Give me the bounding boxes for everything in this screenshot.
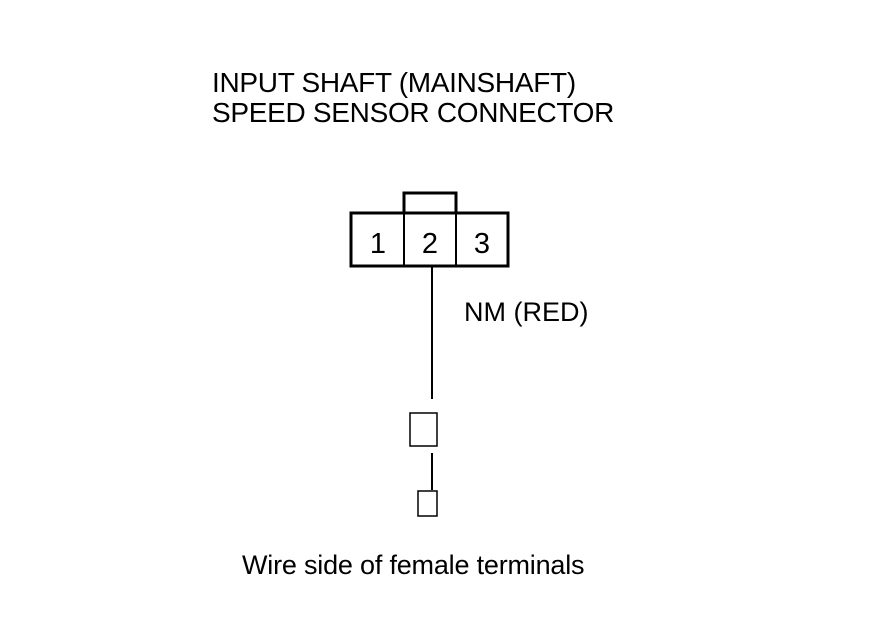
connector-body xyxy=(349,211,510,268)
pin-1-label: 1 xyxy=(370,228,386,260)
terminal-upper xyxy=(409,412,438,447)
pin-3-label: 3 xyxy=(474,228,490,260)
diagram-title: INPUT SHAFT (MAINSHAFT) SPEED SENSOR CON… xyxy=(212,68,614,128)
title-line-2: SPEED SENSOR CONNECTOR xyxy=(212,97,615,128)
connector-lock-tab xyxy=(402,191,458,213)
terminal-lower xyxy=(417,490,438,517)
wire-color-label: NM (RED) xyxy=(464,297,589,327)
view-caption: Wire side of female terminals xyxy=(242,550,585,580)
pin-2-label: 2 xyxy=(422,228,438,260)
title-line-1: INPUT SHAFT (MAINSHAFT) xyxy=(212,67,576,98)
